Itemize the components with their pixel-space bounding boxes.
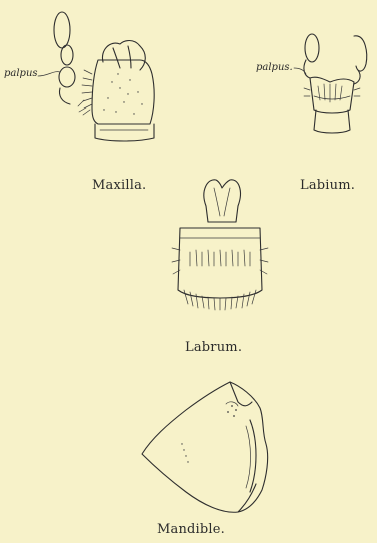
maxilla-palpus-label: palpus bbox=[4, 68, 38, 79]
labrum-drawing bbox=[160, 180, 280, 330]
maxilla-drawing bbox=[0, 0, 200, 190]
maxilla-caption: Maxilla. bbox=[92, 178, 146, 193]
mandible-caption: Mandible. bbox=[157, 522, 225, 537]
labium-figure: palpus. bbox=[250, 20, 377, 190]
labium-palpus-label: palpus. bbox=[256, 62, 293, 73]
mandible-drawing bbox=[130, 380, 290, 520]
maxilla-figure: palpus bbox=[0, 0, 200, 190]
labrum-figure bbox=[160, 180, 280, 330]
labium-caption: Labium. bbox=[300, 178, 355, 193]
labium-drawing bbox=[250, 20, 377, 190]
mandible-figure bbox=[130, 380, 290, 520]
labrum-caption: Labrum. bbox=[185, 340, 242, 355]
